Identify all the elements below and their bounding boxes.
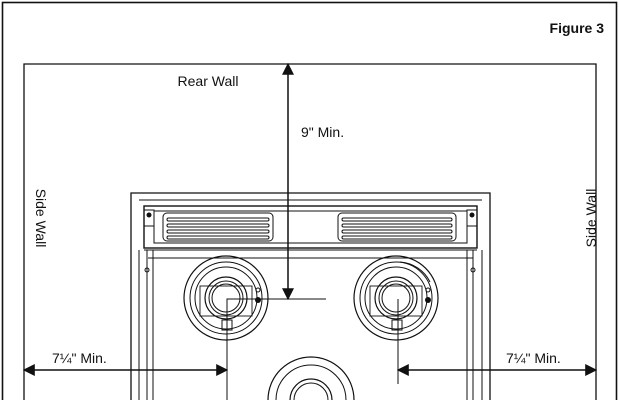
range-screw-right [470, 267, 476, 273]
center-line-left [226, 298, 326, 400]
rear-clearance-label: 9" Min. [301, 124, 344, 140]
backguard-panel [153, 210, 468, 244]
wall-outline [23, 63, 597, 400]
burner-left-rear [183, 255, 269, 341]
backguard-cap-right [466, 209, 478, 227]
left-clearance-label: 7¼" Min. [52, 350, 107, 366]
range-screw-left [144, 267, 150, 273]
right-clearance-label: 7¼" Min. [506, 350, 561, 366]
burner-front-center [267, 356, 355, 400]
vent-right [337, 212, 457, 242]
vent-left [162, 212, 274, 242]
rear-wall-label: Rear Wall [178, 73, 239, 89]
backguard-cap-left [143, 209, 155, 227]
backguard [143, 205, 478, 249]
backguard-cap-right-screw [469, 212, 475, 218]
burner-right-rear [353, 255, 439, 341]
backguard-cap-left-screw [146, 212, 152, 218]
side-wall-left-label: Side Wall [33, 189, 49, 248]
figure-label: Figure 3 [550, 20, 605, 36]
side-wall-right-label: Side Wall [583, 189, 599, 248]
range-body-outline [130, 192, 491, 400]
